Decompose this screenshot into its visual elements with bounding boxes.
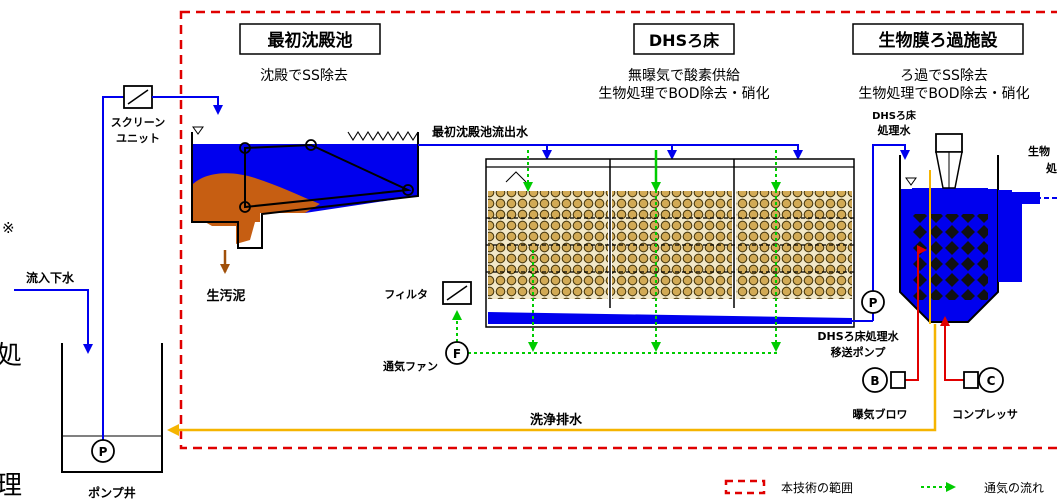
- transfer-pump-label-2: 移送ポンプ: [831, 345, 887, 359]
- cut-off-char-2: 理: [0, 471, 22, 501]
- primary-effluent-pipe: [418, 144, 803, 160]
- fan-label: 通気ファン: [383, 359, 438, 373]
- screen-unit-label-1: スクリーン: [111, 116, 165, 129]
- compressor-letter: C: [987, 374, 996, 388]
- primary-tank-title: 最初沈殿池: [268, 30, 353, 51]
- dhs-title: DHSろ床: [649, 31, 720, 50]
- blower-air-line: [904, 245, 927, 381]
- aeration-blower: B: [862, 367, 906, 393]
- raw-sludge-label: 生汚泥: [206, 288, 245, 304]
- well-pump: P: [91, 439, 115, 463]
- membrane-title: 生物膜ろ過施設: [879, 30, 999, 51]
- technology-scope-boundary: [179, 10, 1057, 450]
- compressor: C: [963, 367, 1004, 393]
- inflow-label: 流入下水: [26, 270, 75, 285]
- legend-scope-label: 本技術の範囲: [781, 480, 853, 495]
- legend-air-label: 通気の流れ: [984, 480, 1044, 495]
- dhs-to-membrane-pipe: [872, 144, 910, 292]
- screen-unit-icon: [123, 85, 153, 109]
- note-mark: ※: [2, 219, 15, 237]
- screen-unit-label-2: ユニット: [116, 132, 160, 145]
- cut-off-char-1: 処: [0, 341, 22, 371]
- blower-letter: B: [870, 374, 879, 388]
- primary-settling-tank: [191, 126, 419, 249]
- dhs-effluent-label-1: DHSろ床: [872, 109, 917, 122]
- backwash-line: [167, 324, 937, 436]
- well-pump-letter: P: [99, 445, 108, 459]
- inflow-line: [14, 289, 93, 354]
- screen-to-primary-pipe: [152, 96, 223, 115]
- transfer-pump-letter: P: [869, 296, 878, 310]
- blower-label: 曝気ブロワ: [853, 407, 908, 421]
- transfer-pump: P: [861, 290, 885, 314]
- dhs-air-flow: [452, 150, 781, 354]
- dhs-title-box: DHSろ床: [633, 23, 735, 55]
- dhs-description-1: 無曝気で酸素供給: [628, 68, 740, 84]
- membrane-description-2: 生物処理でBOD除去・硝化: [858, 86, 1029, 102]
- treated-water-label-1: 生物: [1028, 144, 1050, 158]
- treated-water-label-2: 処: [1045, 161, 1057, 175]
- dhs-description-2: 生物処理でBOD除去・硝化: [598, 86, 769, 102]
- filter-label: フィルタ: [384, 288, 428, 301]
- legend: 本技術の範囲 通気の流れ: [724, 479, 1044, 495]
- compressor-label: コンプレッサ: [952, 407, 1018, 421]
- primary-tank-title-box: 最初沈殿池: [239, 23, 381, 55]
- dhs-effluent-label-2: 処理水: [877, 123, 912, 137]
- dhs-reactor: [485, 158, 855, 328]
- fan-letter: F: [453, 347, 461, 361]
- ventilation-fan: F: [445, 341, 469, 365]
- backwash-label: 洗浄排水: [530, 412, 583, 428]
- transfer-pump-label-1: DHSろ床処理水: [817, 329, 899, 343]
- biofilm-filtration-tank: [899, 133, 1040, 323]
- primary-tank-description: 沈殿でSS除去: [260, 68, 348, 84]
- filter-icon: [442, 281, 472, 305]
- pump-well-label: ポンプ井: [88, 485, 136, 500]
- membrane-description-1: ろ過でSS除去: [900, 68, 988, 84]
- primary-effluent-label: 最初沈殿池流出水: [432, 124, 529, 139]
- membrane-title-box: 生物膜ろ過施設: [852, 23, 1024, 55]
- legend-scope-swatch: [724, 479, 766, 495]
- raw-water-pipe: [102, 96, 124, 440]
- compressor-air-line: [940, 316, 968, 381]
